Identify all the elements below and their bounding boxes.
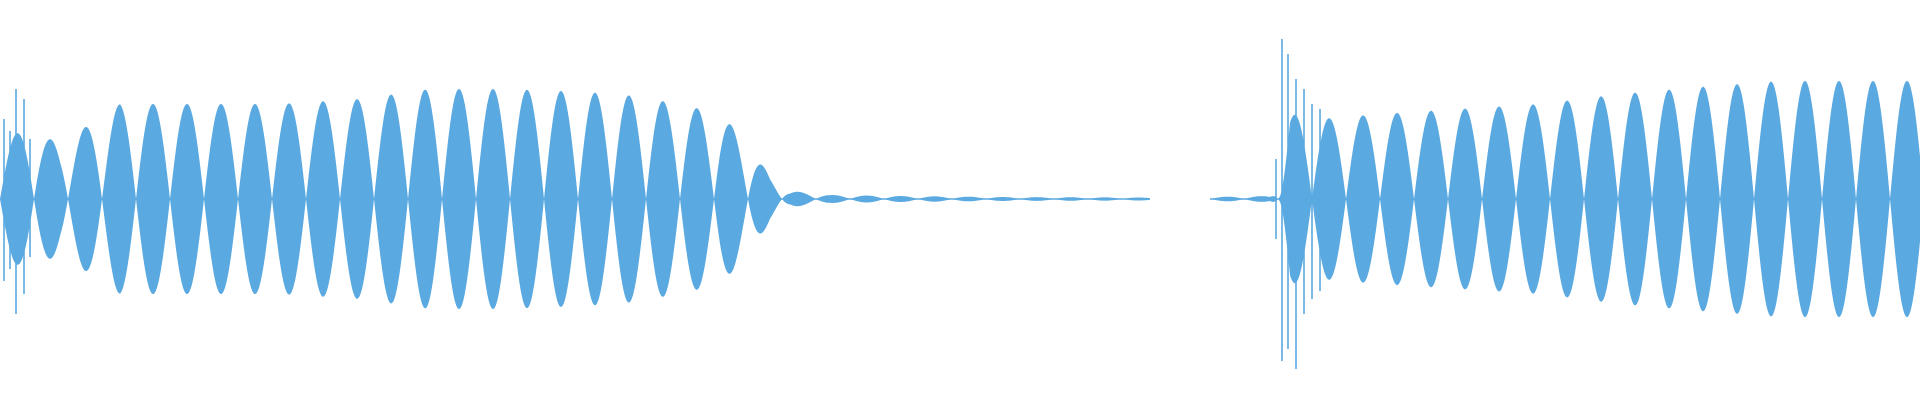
waveform-clip-1 [0,89,1150,314]
waveform-clip-2 [1210,39,1920,369]
